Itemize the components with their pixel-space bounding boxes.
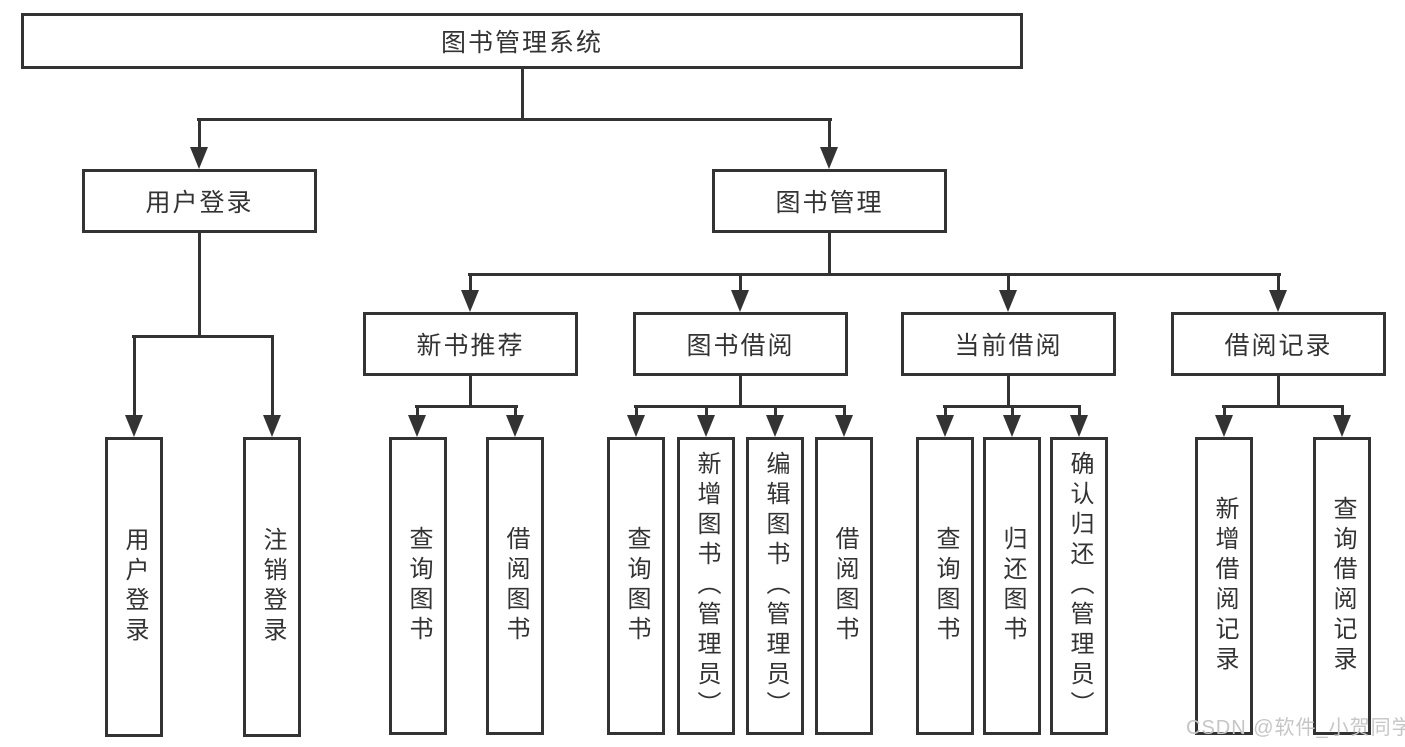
connector-new-books-drop xyxy=(469,376,472,407)
connector-stem xyxy=(416,405,419,419)
leaf-query-borrow-record-label: 查询借阅记录 xyxy=(1329,496,1356,676)
leaf-borrow-books-nb-label: 借阅图书 xyxy=(502,526,529,646)
leaf-edit-books-admin-label: 编辑图书（管理员） xyxy=(762,451,789,721)
node-root-label: 图书管理系统 xyxy=(440,29,603,57)
arrow-down-icon xyxy=(461,290,479,312)
node-book-management-label: 图书管理 xyxy=(775,189,884,217)
arrow-down-icon xyxy=(506,415,524,437)
arrow-down-icon xyxy=(1215,415,1233,437)
arrow-down-icon xyxy=(820,147,838,169)
node-user-login: 用户登录 xyxy=(82,169,317,233)
connector-stem-new-books xyxy=(469,273,472,294)
leaf-query-books-cb: 查询图书 xyxy=(916,437,974,735)
connector-stem xyxy=(1223,405,1226,419)
connector-stem xyxy=(843,405,846,419)
arrow-down-icon xyxy=(263,415,281,437)
connector-stem xyxy=(944,405,947,419)
node-new-book-recommend: 新书推荐 xyxy=(363,312,578,376)
connector-borrow-records-drop xyxy=(1277,376,1280,407)
connector-user-login-drop xyxy=(198,233,201,337)
arrow-down-icon xyxy=(125,415,143,437)
node-borrowing-records: 借阅记录 xyxy=(1171,312,1386,376)
node-book-borrowing-label: 图书借阅 xyxy=(686,332,795,360)
connector-stem xyxy=(705,405,708,419)
leaf-add-borrow-record-label: 新增借阅记录 xyxy=(1211,496,1238,676)
leaf-query-books-nb: 查询图书 xyxy=(389,437,447,735)
node-new-book-recommend-label: 新书推荐 xyxy=(416,332,525,360)
leaf-edit-books-admin: 编辑图书（管理员） xyxy=(746,437,804,735)
node-user-login-label: 用户登录 xyxy=(145,189,254,217)
connector-stem-current-borrow xyxy=(1007,273,1010,294)
node-borrowing-records-label: 借阅记录 xyxy=(1224,332,1333,360)
connector-book-borrow-branch xyxy=(634,405,846,408)
leaf-query-books-nb-label: 查询图书 xyxy=(405,526,432,646)
arrow-down-icon xyxy=(999,290,1017,312)
leaf-query-books-bb: 查询图书 xyxy=(607,437,665,735)
arrow-down-icon xyxy=(408,415,426,437)
connector-stem-leaf-login xyxy=(133,335,136,417)
arrow-down-icon xyxy=(1003,415,1021,437)
connector-new-books-branch xyxy=(415,405,518,408)
leaf-logout: 注销登录 xyxy=(243,437,301,737)
leaf-query-books-bb-label: 查询图书 xyxy=(623,526,650,646)
connector-stem-book-mgmt xyxy=(828,118,831,149)
leaf-add-books-admin-label: 新增图书（管理员） xyxy=(693,451,720,721)
node-book-management: 图书管理 xyxy=(712,169,947,233)
connector-book-borrow-drop xyxy=(739,376,742,407)
leaf-user-login-label: 用户登录 xyxy=(121,527,148,647)
leaf-confirm-return-admin: 确认归还（管理员） xyxy=(1050,437,1108,735)
connector-book-mgmt-branch xyxy=(468,273,1281,276)
connector-stem xyxy=(514,405,517,419)
connector-stem xyxy=(774,405,777,419)
watermark: CSDN @软件_小贺同学 xyxy=(1186,717,1405,739)
connector-borrow-records-branch xyxy=(1222,405,1344,408)
leaf-confirm-return-admin-label: 确认归还（管理员） xyxy=(1066,451,1093,721)
arrow-down-icon xyxy=(1070,415,1088,437)
node-root: 图书管理系统 xyxy=(21,13,1023,69)
connector-stem xyxy=(1011,405,1014,419)
connector-stem-user-login xyxy=(198,118,201,149)
leaf-return-books: 归还图书 xyxy=(983,437,1041,735)
leaf-add-borrow-record: 新增借阅记录 xyxy=(1195,437,1253,735)
leaf-user-login: 用户登录 xyxy=(105,437,163,737)
leaf-add-books-admin: 新增图书（管理员） xyxy=(677,437,735,735)
node-book-borrowing: 图书借阅 xyxy=(633,312,848,376)
arrow-down-icon xyxy=(766,415,784,437)
arrow-down-icon xyxy=(835,415,853,437)
connector-stem-leaf-logout xyxy=(271,335,274,417)
arrow-down-icon xyxy=(936,415,954,437)
arrow-down-icon xyxy=(697,415,715,437)
node-current-borrowing-label: 当前借阅 xyxy=(954,332,1063,360)
leaf-query-borrow-record: 查询借阅记录 xyxy=(1313,437,1371,735)
arrow-down-icon xyxy=(627,415,645,437)
node-current-borrowing: 当前借阅 xyxy=(901,312,1116,376)
connector-book-mgmt-drop xyxy=(828,233,831,275)
leaf-borrow-books-bb-label: 借阅图书 xyxy=(831,526,858,646)
arrow-down-icon xyxy=(731,290,749,312)
arrow-down-icon xyxy=(190,147,208,169)
connector-current-borrow-drop xyxy=(1007,376,1010,407)
leaf-logout-label: 注销登录 xyxy=(259,527,286,647)
connector-user-login-branch xyxy=(132,335,274,338)
connector-stem xyxy=(1078,405,1081,419)
connector-stem-borrow-records xyxy=(1277,273,1280,294)
connector-stem xyxy=(1341,405,1344,419)
connector-stem xyxy=(635,405,638,419)
leaf-return-books-label: 归还图书 xyxy=(999,526,1026,646)
arrow-down-icon xyxy=(1333,415,1351,437)
leaf-borrow-books-nb: 借阅图书 xyxy=(486,437,544,735)
connector-root-drop xyxy=(521,69,524,120)
connector-root-branch xyxy=(197,118,832,121)
connector-stem-book-borrow xyxy=(739,273,742,294)
leaf-borrow-books-bb: 借阅图书 xyxy=(815,437,873,735)
arrow-down-icon xyxy=(1269,290,1287,312)
leaf-query-books-cb-label: 查询图书 xyxy=(932,526,959,646)
